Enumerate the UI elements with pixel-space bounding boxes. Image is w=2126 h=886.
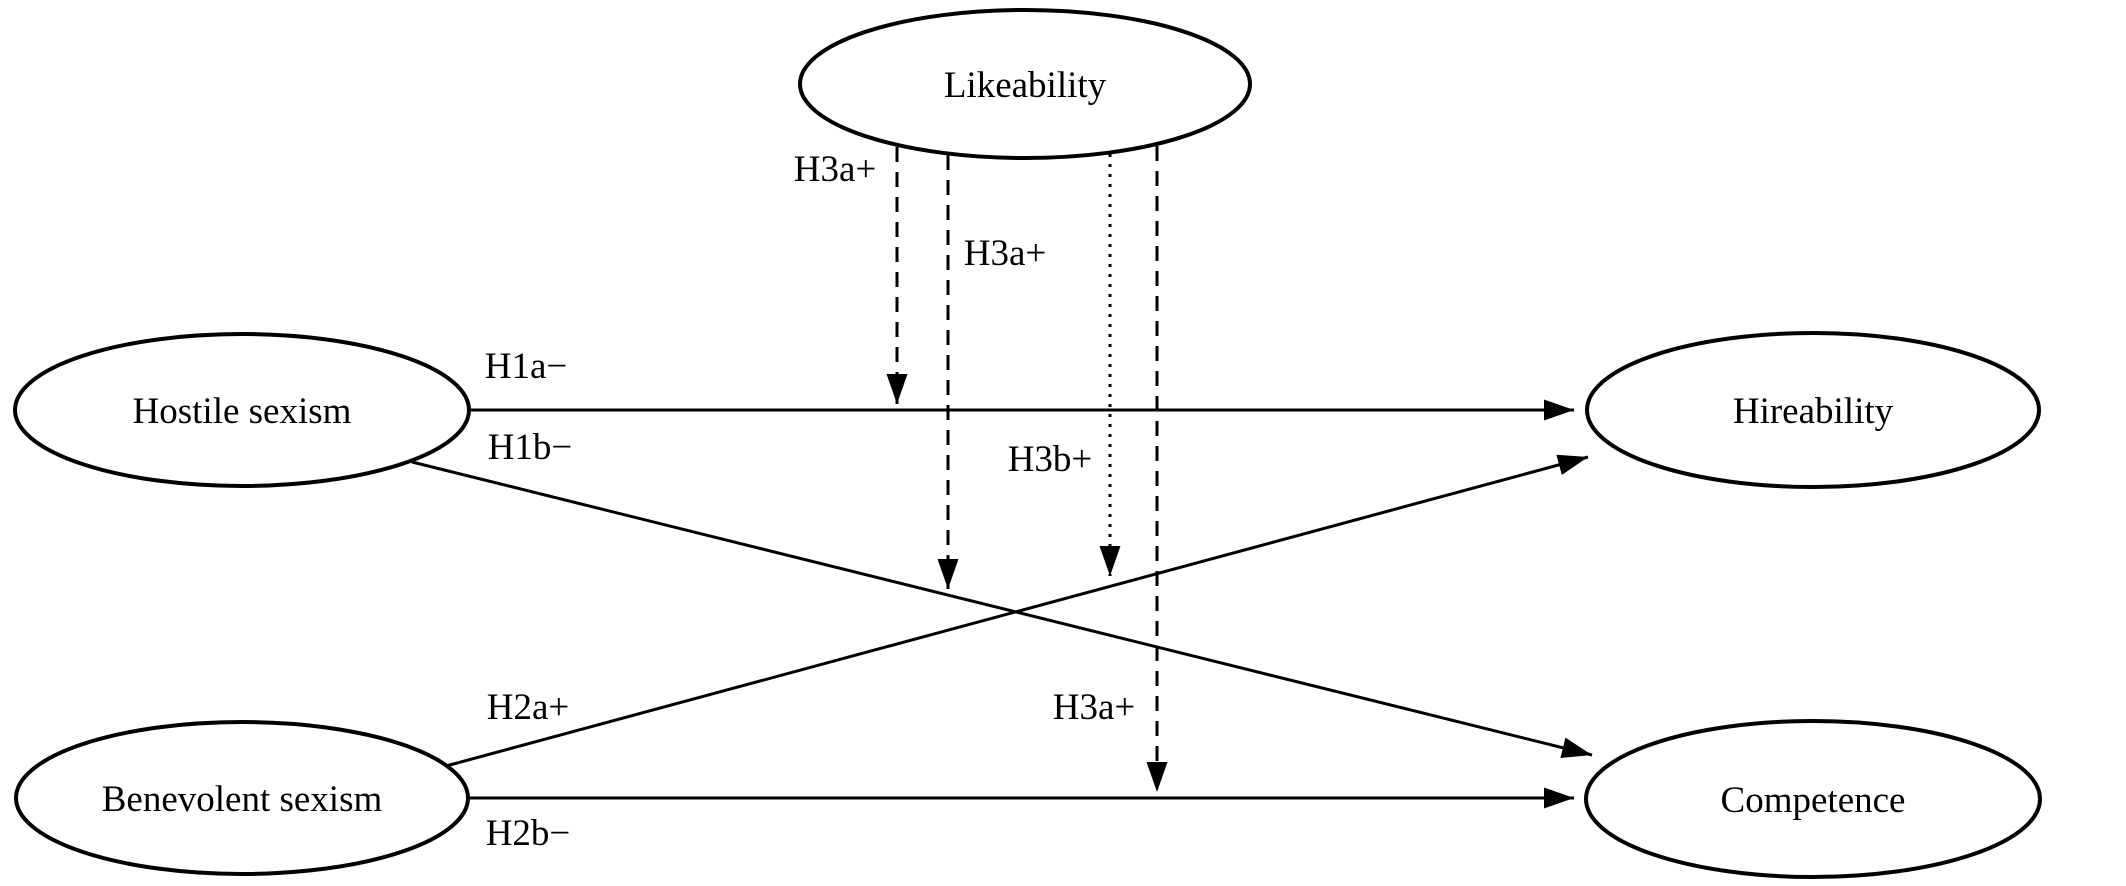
edge-h1b-hostile-to-competence: [411, 460, 1593, 758]
edge-label-h2b: H2b−: [486, 813, 571, 854]
edge-label-h1b: H1b−: [488, 427, 573, 468]
edge-label-h2a: H2a+: [487, 687, 570, 728]
hireability-label: Hireability: [1733, 391, 1894, 432]
likeability-label: Likeability: [944, 65, 1107, 106]
edge-label-h1a: H1a−: [485, 346, 568, 387]
moderation-edges: [886, 146, 1168, 792]
hostile-sexism-ellipse: [13, 332, 471, 488]
benevolent-sexism-ellipse: [14, 720, 470, 876]
edge-label-h3a-on-h2b: H3a+: [1053, 687, 1136, 728]
benevolent-sexism-label: Benevolent sexism: [102, 779, 383, 820]
node-likeability: Likeability: [798, 8, 1252, 160]
node-hostile-sexism: Hostile sexism: [13, 332, 471, 488]
edge-label-h3a-on-h1b: H3a+: [964, 233, 1047, 274]
node-hireability: Hireability: [1585, 331, 2041, 489]
solid-edges: [411, 399, 1593, 809]
edge-label-h3a-on-h1a: H3a+: [794, 149, 877, 190]
edge-label-h3b-on-h2a: H3b+: [1008, 439, 1093, 480]
node-competence: Competence: [1584, 719, 2042, 879]
edge-labels: H1a− H1b− H2a+ H2b− H3a+ H3a+ H3b+ H3a+: [485, 149, 1136, 854]
edge-h2a-benevolent-to-hireability: [445, 454, 1589, 768]
hostile-sexism-label: Hostile sexism: [133, 391, 352, 432]
likeability-ellipse: [798, 8, 1252, 160]
competence-ellipse: [1584, 719, 2042, 879]
competence-label: Competence: [1721, 780, 1906, 821]
node-benevolent-sexism: Benevolent sexism: [14, 720, 470, 876]
hireability-ellipse: [1585, 331, 2041, 489]
